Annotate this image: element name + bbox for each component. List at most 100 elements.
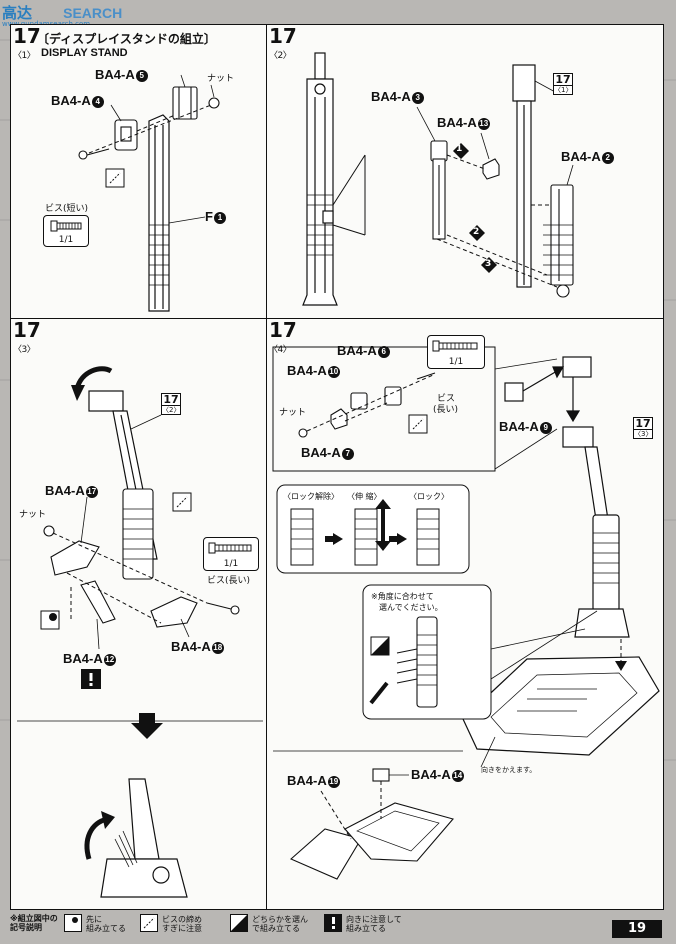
screw-long-icon <box>432 340 478 352</box>
page-number-text: 19 <box>627 921 647 936</box>
part-code: BA4-A <box>63 651 103 666</box>
legend-text-line2: で組み立てる <box>252 924 300 933</box>
step-number: 17 <box>269 318 297 342</box>
part-code: BA4-A <box>51 93 91 108</box>
label-screw-long: ビス(長い) <box>207 576 251 586</box>
diagram-stand-full-assembly <box>272 346 660 880</box>
symbol-legend: ※組立図中の 記号説明 先に組み立てる ビスの締めすぎに注意 どちらかを選んで組… <box>10 910 610 940</box>
legend-text-line1: 先に <box>86 915 102 924</box>
assemble-first-icon <box>40 610 60 630</box>
direction-caution-icon <box>324 914 342 932</box>
screw-caution-icon <box>105 168 125 188</box>
part-number-badge: 1 <box>213 211 226 224</box>
part-code: BA4-A <box>437 115 477 130</box>
order-mark-2: 2 <box>473 227 480 237</box>
order-mark-1: 1 <box>456 144 463 154</box>
part-number-badge: 6 <box>377 345 390 358</box>
part-number-badge: 14 <box>451 769 464 782</box>
part-code: BA4-A <box>45 483 85 498</box>
ref-step-17-3: 17〈3〉 <box>633 417 653 439</box>
substep-number: 〈4〉 <box>269 345 292 355</box>
screw-ratio: 1/1 <box>223 559 239 569</box>
part-number-badge: 3 <box>411 91 424 104</box>
screw-long-box: 1/1 <box>203 537 259 571</box>
title-jp-text: ディスプレイスタンドの組立 <box>49 32 204 46</box>
legend-text: 先に組み立てる <box>86 915 126 933</box>
label-screw-short: ビス(短い) <box>45 204 89 214</box>
part-number-badge: 4 <box>91 95 104 108</box>
legend-text: 向きに注意して組み立てる <box>346 915 402 933</box>
part-code: BA4-A <box>411 767 451 782</box>
legend-title-line2: 記号説明 <box>10 923 42 932</box>
ref-step-number: 17 <box>555 73 571 86</box>
legend-text: ビスの締めすぎに注意 <box>162 915 202 933</box>
screw-long-box: 1/1 <box>427 335 485 369</box>
angle-note-line1: ※角度に合わせて <box>371 592 434 601</box>
legend-text-line2: 組み立てる <box>86 924 126 933</box>
part-code: BA4-A <box>301 445 341 460</box>
diagram-display-stand-f1 <box>78 74 220 312</box>
part-code: BA4-A <box>287 773 327 788</box>
legend-text-line2: 組み立てる <box>346 924 386 933</box>
ref-step-17-1: 17〈1〉 <box>553 73 573 95</box>
order-mark-3: 3 <box>485 259 492 269</box>
page-number: 19 <box>612 920 662 938</box>
part-number-badge: 9 <box>539 421 552 434</box>
part-code: BA4-A <box>287 363 327 378</box>
part-number-badge: 12 <box>103 653 116 666</box>
legend-title: ※組立図中の 記号説明 <box>10 914 58 932</box>
label-extend: 〈伸 縮〉 <box>347 492 382 501</box>
screw-short-icon <box>50 220 82 232</box>
diagram-stand-base-a17-a18 <box>17 366 263 898</box>
diagram-stand-a2-a3 <box>302 52 574 306</box>
direction-note: 向きをかえます。 <box>481 766 537 774</box>
section-title-jp: 〔ディスプレイスタンドの組立〕 <box>37 32 216 46</box>
substep-number: 〈1〉 <box>13 51 36 61</box>
label-screw-long: (長い) <box>433 405 459 415</box>
screw-caution-icon <box>408 414 428 434</box>
legend-text-line2: すぎに注意 <box>162 924 202 933</box>
ref-step-number: 17 <box>635 417 651 430</box>
choose-one-icon <box>230 914 248 932</box>
legend-text: どちらかを選んで組み立てる <box>252 915 308 933</box>
screw-long-icon <box>208 542 252 554</box>
part-code: BA4-A <box>371 89 411 104</box>
part-number-badge: 7 <box>341 447 354 460</box>
legend-text-line1: ビスの締め <box>162 915 202 924</box>
label-nut: ナット <box>19 510 47 520</box>
step-number: 17 <box>13 318 41 342</box>
screw-caution-icon <box>172 492 192 512</box>
part-number-badge: 5 <box>135 69 148 82</box>
label-lock-release: 〈ロック解除〉 <box>283 492 339 501</box>
direction-caution-icon <box>81 669 101 689</box>
down-arrow-icon <box>131 713 163 739</box>
sequence-arrow-icons <box>325 499 407 551</box>
part-code: BA4-A <box>337 343 377 358</box>
part-code: BA4-A <box>171 639 211 654</box>
ref-substep: 〈2〉 <box>162 405 181 414</box>
screw-short-box: 1/1 <box>43 215 89 247</box>
part-number-badge: 18 <box>211 641 224 654</box>
section-title-en: DISPLAY STAND <box>41 47 128 59</box>
step-number: 17 <box>269 24 297 48</box>
legend-title-line1: ※組立図中の <box>10 914 58 923</box>
part-code: BA4-A <box>561 149 601 164</box>
choose-one-icon <box>370 636 390 656</box>
label-nut: ナット <box>207 74 235 84</box>
assemble-first-icon <box>64 914 82 932</box>
screw-caution-icon <box>140 914 158 932</box>
part-code: BA4-A <box>499 419 539 434</box>
part-code: F <box>205 209 213 224</box>
label-nut: ナット <box>279 408 307 418</box>
